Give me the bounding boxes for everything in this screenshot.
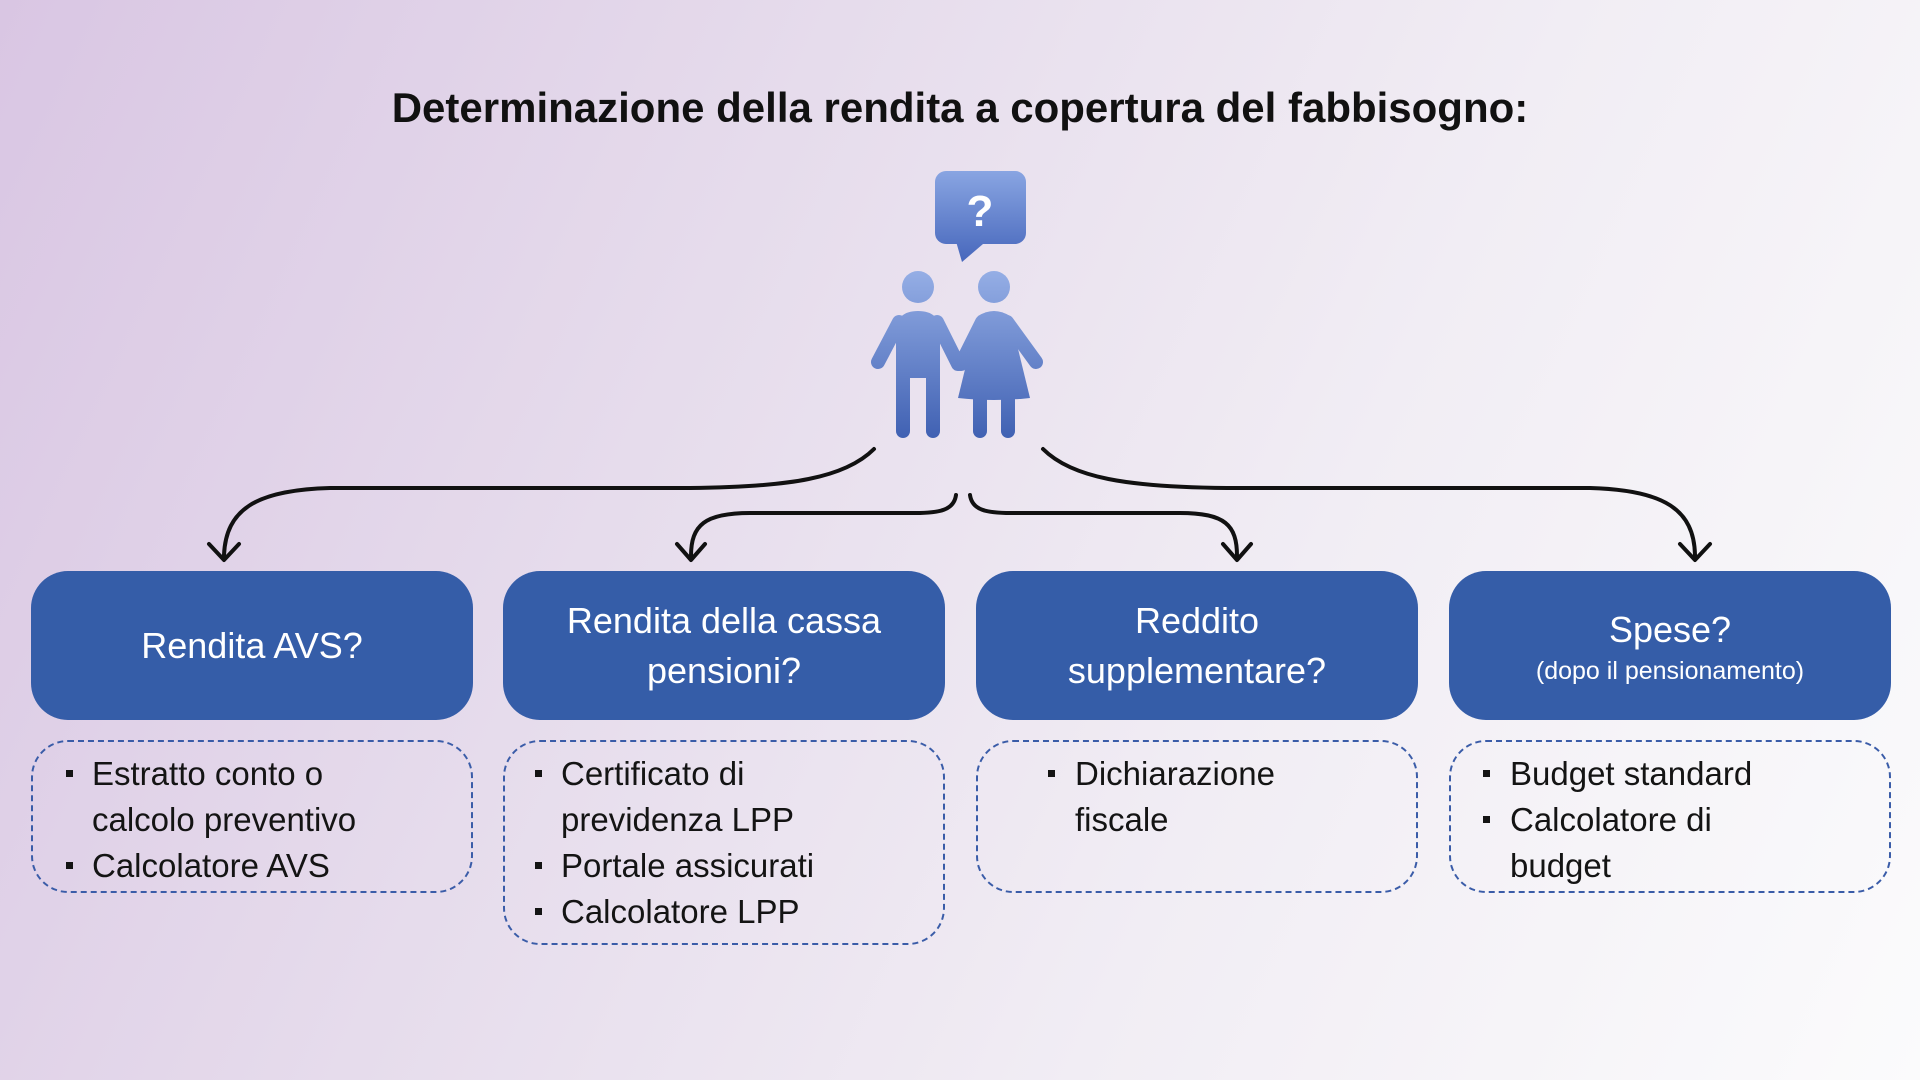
list-item-text: Certificato di previdenza LPP [561,755,794,838]
arrow-curve [689,493,958,558]
category-title: Rendita AVS? [141,624,363,666]
arrow-to-reddito-supplementare [968,493,1253,562]
list-item: Calcolatore AVS [66,843,422,889]
list-item-text: Calcolatore AVS [92,847,330,884]
woman-figure-icon [954,271,1043,438]
list-item-text: Calcolatore LPP [561,893,800,930]
question-mark: ? [967,187,994,236]
arrowhead-icon [1221,542,1253,562]
list-item-text: Calcolatore di budget [1510,801,1712,884]
category-title: Spese? [1608,608,1732,650]
square-bullet-icon [535,862,542,869]
arrowhead-icon [207,542,241,562]
arrowhead-icon [1678,542,1712,562]
diagram-title: Determinazione della rendita a copertura… [391,84,1529,131]
category-box-spese: Spese? (dopo il pensionamento) [1449,571,1891,720]
square-bullet-icon [66,770,73,777]
list-item: Certificato di previdenza LPP [535,751,881,843]
arrow-curve [222,447,876,557]
sources-box-spese: Budget standard Calcolatore di budget [1449,740,1891,893]
square-bullet-icon [66,862,73,869]
sources-list: Certificato di previdenza LPP Portale as… [535,751,881,935]
square-bullet-icon [1483,770,1490,777]
category-title: Reddito supplementare? [1067,599,1327,691]
list-item: Budget standard [1483,751,1780,797]
category-subtitle: (dopo il pensionamento) [1535,656,1805,685]
list-item-text: Portale assicurati [561,847,815,884]
arrow-curve [1041,447,1697,557]
category-box-rendita-cassa-pensioni: Rendita della cassa pensioni? [503,571,945,720]
list-item: Calcolatore LPP [535,889,881,935]
arrow-to-rendita-cassa-pensioni [675,493,958,562]
list-item: Portale assicurati [535,843,881,889]
list-item: Dichiarazione fiscale [1048,751,1315,843]
arrow-to-rendita-avs [207,447,876,562]
sources-list: Dichiarazione fiscale [1048,751,1315,843]
list-item-text: Estratto conto o calcolo preventivo [92,755,357,838]
man-figure-icon [871,271,965,438]
category-box-rendita-avs: Rendita AVS? [31,571,473,720]
list-item-text: Dichiarazione fiscale [1075,755,1275,838]
square-bullet-icon [535,908,542,915]
arrow-curve [968,493,1239,558]
sources-box-rendita-cassa-pensioni: Certificato di previdenza LPP Portale as… [503,740,945,945]
sources-box-rendita-avs: Estratto conto o calcolo preventivo Calc… [31,740,473,893]
sources-box-reddito-supplementare: Dichiarazione fiscale [976,740,1418,893]
category-title: Rendita della cassa pensioni? [566,599,882,691]
people-icon [871,271,1043,438]
list-item: Calcolatore di budget [1483,797,1780,889]
question-bubble-icon: ? [935,171,1026,262]
category-box-reddito-supplementare: Reddito supplementare? [976,571,1418,720]
arrowhead-icon [675,542,707,562]
square-bullet-icon [1048,770,1055,777]
arrow-to-spese [1041,447,1712,562]
list-item-text: Budget standard [1510,755,1753,792]
list-item: Estratto conto o calcolo preventivo [66,751,422,843]
square-bullet-icon [535,770,542,777]
sources-list: Budget standard Calcolatore di budget [1483,751,1780,889]
sources-list: Estratto conto o calcolo preventivo Calc… [66,751,422,889]
square-bullet-icon [1483,816,1490,823]
